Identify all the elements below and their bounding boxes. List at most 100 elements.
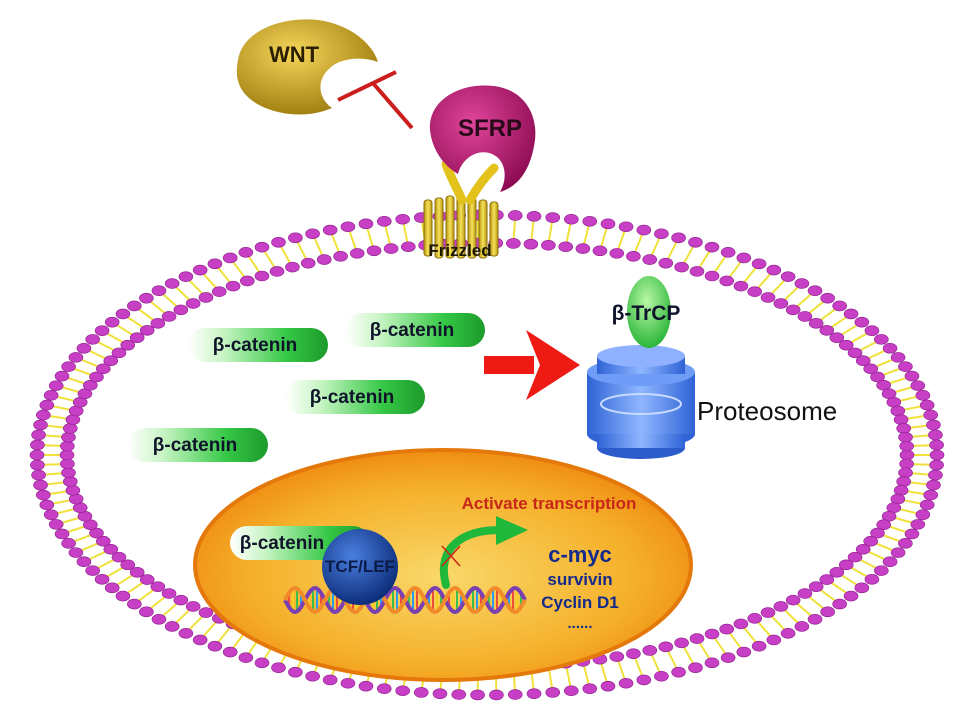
membrane-lipid-head <box>383 243 399 254</box>
membrane-lipid-head <box>300 257 316 269</box>
membrane-lipid-head <box>65 414 81 425</box>
membrane-lipid-head <box>129 567 145 578</box>
membrane-lipid-head <box>876 519 891 531</box>
membrane-lipid-head <box>797 311 813 322</box>
membrane-lipid-head <box>766 634 782 646</box>
membrane-lipid-head <box>843 590 859 602</box>
membrane-lipid-head <box>31 429 46 441</box>
membrane-lipid-head <box>395 685 410 697</box>
membrane-lipid-head <box>36 409 51 421</box>
membrane-lipid-head <box>68 352 84 363</box>
membrane-lipid-head <box>882 556 898 568</box>
membrane-lipid-head <box>31 469 46 481</box>
membrane-lipid-head <box>609 651 625 662</box>
membrane-lipid-head <box>899 440 914 452</box>
membrane-lipid-head <box>642 254 658 265</box>
membrane-lipid-head <box>843 308 859 320</box>
membrane-lipid-head <box>222 252 238 264</box>
membrane-lipid-head <box>400 241 416 253</box>
membrane-lipid-head <box>923 489 938 501</box>
membrane-lipid-head <box>120 559 136 571</box>
membrane-lipid-head <box>376 216 392 227</box>
tcf-lef-factor: TCF/LEF <box>322 529 398 605</box>
membrane-lipid-head <box>882 342 898 354</box>
beta-catenin-label: β-catenin <box>213 335 297 356</box>
membrane-lipid-head <box>928 429 943 441</box>
membrane-lipid-head <box>899 458 914 470</box>
membrane-lipid-head <box>60 458 75 470</box>
membrane-lipid-head <box>890 352 906 363</box>
membrane-lipid-head <box>127 598 142 610</box>
membrane-lipid-head <box>896 476 911 487</box>
membrane-lipid-head <box>305 670 320 682</box>
membrane-lipid-head <box>358 680 374 692</box>
membrane-lipid-head <box>688 662 703 673</box>
membrane-lipid-head <box>575 243 591 254</box>
membrane-lipid-head <box>30 439 45 451</box>
membrane-lipid-head <box>545 212 561 223</box>
membrane-lipid-head <box>526 688 542 699</box>
membrane-lipid-head <box>864 574 880 585</box>
membrane-lipid-head <box>358 218 374 230</box>
degradation-arrow-icon <box>484 330 580 400</box>
membrane-lipid-head <box>340 677 356 689</box>
membrane-lipid-head <box>736 252 752 264</box>
membrane-lipid-head <box>923 409 938 421</box>
membrane-lipid-head <box>211 286 227 297</box>
membrane-lipid-head <box>760 292 776 303</box>
membrane-lipid-head <box>333 250 348 262</box>
membrane-lipid-head <box>704 270 720 282</box>
wnt-label: WNT <box>269 42 320 67</box>
membrane-lipid-head <box>322 674 338 686</box>
membrane-lipid-head <box>173 304 189 316</box>
membrane-lipid-head <box>150 581 166 592</box>
membrane-lipid-head <box>83 379 98 391</box>
membrane-lipid-head <box>240 275 255 287</box>
membrane-lipid-head <box>915 509 931 520</box>
membrane-lipid-head <box>898 431 913 443</box>
membrane-lipid-head <box>507 689 523 700</box>
membrane-lipid-head <box>48 380 64 391</box>
beta-catenin-label: β-catenin <box>310 387 394 408</box>
beta-trcp-label: β-TrCP <box>612 302 681 325</box>
frizzled-label: Frizzled <box>428 241 491 260</box>
membrane-lipid-head <box>103 543 119 555</box>
membrane-lipid-head <box>526 211 542 222</box>
membrane-lipid-head <box>564 213 579 225</box>
membrane-lipid-head <box>225 280 241 292</box>
membrane-lipid-head <box>819 574 835 585</box>
membrane-lipid-head <box>671 666 686 678</box>
membrane-lipid-head <box>838 339 854 351</box>
membrane-lipid-head <box>626 250 641 262</box>
membrane-lipid-head <box>68 493 84 505</box>
membrane-lipid-head <box>61 538 76 549</box>
membrane-lipid-head <box>929 439 944 451</box>
membrane-lipid-head <box>896 423 911 434</box>
membrane-lipid-head <box>808 581 824 592</box>
membrane-lipid-head <box>104 316 120 328</box>
membrane-lipid-head <box>61 467 76 479</box>
nuclear-beta-catenin-label: β-catenin <box>240 533 324 554</box>
gene-survivin: survivin <box>547 570 612 589</box>
membrane-lipid-head <box>43 390 59 401</box>
membrane-lipid-head <box>785 304 801 316</box>
membrane-lipid-head <box>829 567 845 578</box>
membrane-lipid-head <box>689 633 705 644</box>
membrane-lipid-head <box>847 551 863 563</box>
membrane-lipid-head <box>54 370 70 382</box>
membrane-lipid-head <box>618 677 634 689</box>
membrane-lipid-head <box>780 271 796 282</box>
membrane-lipid-head <box>720 247 736 258</box>
membrane-lipid-head <box>890 405 906 417</box>
membrane-lipid-head <box>111 347 127 359</box>
membrane-lipid-head <box>808 318 824 329</box>
membrane-lipid-head <box>733 280 749 292</box>
membrane-lipid-head <box>94 325 110 336</box>
membrane-lipid-head <box>688 237 703 248</box>
membrane-lipid-head <box>893 414 909 425</box>
membrane-lipid-head <box>773 601 789 612</box>
membrane-lipid-head <box>173 594 189 606</box>
gene-cyclin-d1: Cyclin D1 <box>541 593 618 612</box>
cytoplasm-beta-catenin: β-catenin <box>285 380 425 414</box>
membrane-lipid-head <box>506 238 521 249</box>
